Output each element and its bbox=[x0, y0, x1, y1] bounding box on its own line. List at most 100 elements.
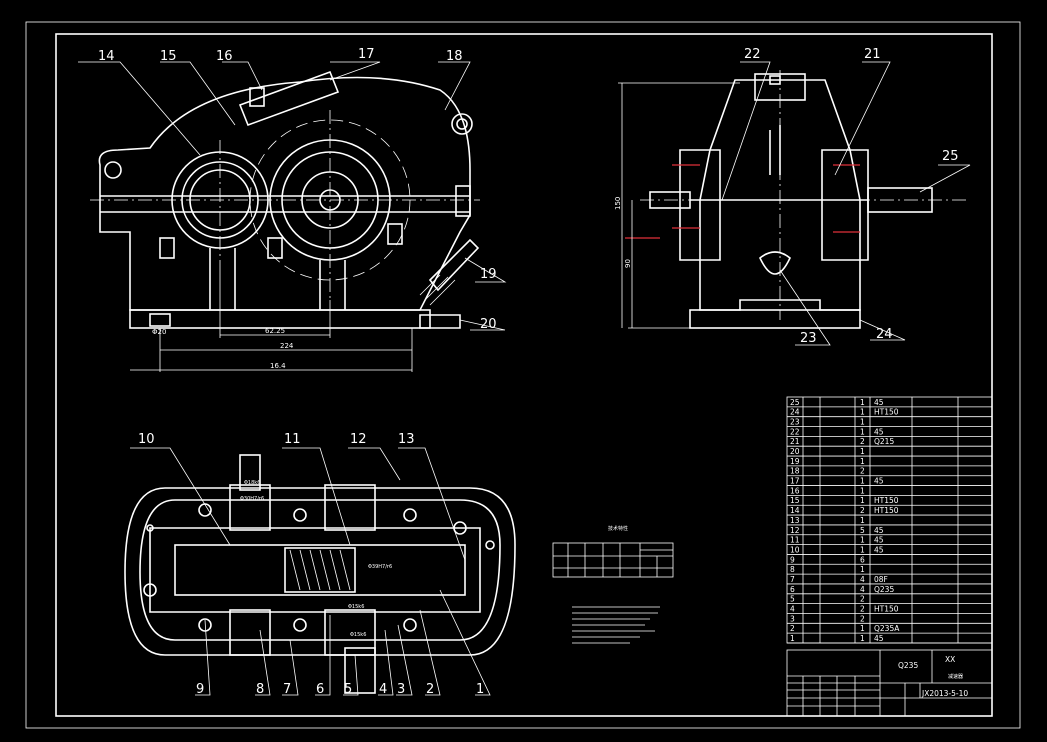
parts-row-no: 14 bbox=[790, 506, 800, 515]
title-block: Q235 XX 减速器 JX2013-5-10 bbox=[786, 649, 993, 717]
parts-row-material: 45 bbox=[874, 634, 884, 643]
parts-row-no: 22 bbox=[790, 427, 800, 436]
parts-row-no: 15 bbox=[790, 496, 800, 505]
parts-row-no: 7 bbox=[790, 575, 795, 584]
parts-row-no: 24 bbox=[790, 408, 800, 417]
parts-row-material: 45 bbox=[874, 398, 884, 407]
label-24: 24 bbox=[876, 327, 893, 342]
label-12: 12 bbox=[350, 432, 367, 447]
parts-row-no: 18 bbox=[790, 467, 800, 476]
parts-row-material: 45 bbox=[874, 526, 884, 535]
title-name: 减速器 bbox=[948, 673, 963, 680]
parts-row-qty: 4 bbox=[860, 585, 865, 594]
parts-row-material: HT150 bbox=[874, 408, 899, 417]
parts-row-no: 2 bbox=[790, 624, 795, 633]
parts-row-qty: 1 bbox=[860, 457, 865, 466]
parts-row-qty: 1 bbox=[860, 408, 865, 417]
parts-row-no: 23 bbox=[790, 418, 800, 427]
parts-row-no: 1 bbox=[790, 634, 795, 643]
side-view: 150 90 22 21 25 23 24 bbox=[614, 47, 971, 346]
dim-hole: Φ20 bbox=[152, 328, 166, 336]
fit-2: Φ30H7/r6 bbox=[240, 496, 264, 502]
dim-pitch: 62.25 bbox=[265, 327, 285, 335]
title-drawing-no: JX2013-5-10 bbox=[921, 689, 968, 698]
label-15: 15 bbox=[160, 49, 177, 64]
parts-row-qty: 2 bbox=[860, 614, 865, 623]
parts-row-qty: 1 bbox=[860, 398, 865, 407]
label-13: 13 bbox=[398, 432, 415, 447]
parts-row-material: 08F bbox=[874, 575, 888, 584]
parts-row-no: 20 bbox=[790, 447, 800, 456]
label-23: 23 bbox=[800, 331, 817, 346]
label-14: 14 bbox=[98, 49, 115, 64]
parts-row-material: 45 bbox=[874, 427, 884, 436]
label-10: 10 bbox=[138, 432, 155, 447]
parts-row-no: 8 bbox=[790, 565, 795, 574]
parts-row-qty: 1 bbox=[860, 516, 865, 525]
title-material: Q235 bbox=[898, 661, 918, 670]
parts-row-qty: 1 bbox=[860, 624, 865, 633]
parts-row-no: 19 bbox=[790, 457, 800, 466]
parts-row-material: HT150 bbox=[874, 604, 899, 613]
front-view: 62.25 224 16.4 Φ20 14 15 16 17 18 19 20 bbox=[78, 47, 507, 372]
parts-row-no: 11 bbox=[790, 536, 800, 545]
parts-row-qty: 1 bbox=[860, 634, 865, 643]
label-25: 25 bbox=[942, 149, 959, 164]
parts-row-qty: 1 bbox=[860, 447, 865, 456]
parts-row-qty: 2 bbox=[860, 437, 865, 446]
parts-row-qty: 1 bbox=[860, 536, 865, 545]
parts-row-qty: 1 bbox=[860, 545, 865, 554]
fit-3: Φ39H7/r6 bbox=[368, 564, 392, 570]
parts-row-material: HT150 bbox=[874, 496, 899, 505]
title-company: XX bbox=[945, 655, 955, 664]
parts-row-no: 25 bbox=[790, 398, 800, 407]
parts-row-qty: 1 bbox=[860, 427, 865, 436]
label-6: 6 bbox=[316, 682, 324, 697]
label-20: 20 bbox=[480, 317, 497, 332]
parts-row-no: 16 bbox=[790, 486, 800, 495]
parts-row-material: 45 bbox=[874, 545, 884, 554]
label-3: 3 bbox=[397, 682, 405, 697]
parts-row-qty: 2 bbox=[860, 604, 865, 613]
fit-5: Φ15k6 bbox=[350, 632, 366, 638]
dim-height-a: 150 bbox=[614, 197, 622, 210]
label-22: 22 bbox=[744, 47, 761, 62]
fit-4: Φ15k6 bbox=[348, 604, 364, 610]
parts-row-qty: 1 bbox=[860, 486, 865, 495]
parts-row-qty: 1 bbox=[860, 477, 865, 486]
parts-row-material: Q235A bbox=[874, 624, 900, 633]
parts-row-qty: 2 bbox=[860, 506, 865, 515]
label-17: 17 bbox=[358, 47, 375, 62]
parts-row-no: 6 bbox=[790, 585, 795, 594]
fit-1: Φ18k6 bbox=[244, 480, 260, 486]
dim-overall: 16.4 bbox=[270, 362, 286, 370]
parts-row-qty: 5 bbox=[860, 526, 865, 535]
label-9: 9 bbox=[196, 682, 204, 697]
parts-row-no: 9 bbox=[790, 555, 795, 564]
parts-row-qty: 2 bbox=[860, 467, 865, 476]
outer-border bbox=[25, 21, 1021, 729]
top-view: Φ18k6 Φ30H7/r6 Φ39H7/r6 Φ15k6 Φ15k6 10 1… bbox=[124, 432, 516, 697]
parts-row-qty: 2 bbox=[860, 595, 865, 604]
label-8: 8 bbox=[256, 682, 264, 697]
parts-row-material: Q215 bbox=[874, 437, 894, 446]
dim-base: 224 bbox=[280, 342, 294, 350]
tech-spec-table: 技术特性 bbox=[552, 525, 674, 644]
parts-row-qty: 1 bbox=[860, 565, 865, 574]
label-4: 4 bbox=[379, 682, 387, 697]
label-18: 18 bbox=[446, 49, 463, 64]
parts-row-no: 13 bbox=[790, 516, 800, 525]
parts-row-material: 45 bbox=[874, 477, 884, 486]
inner-border bbox=[55, 33, 993, 717]
label-7: 7 bbox=[283, 682, 291, 697]
parts-row-qty: 1 bbox=[860, 418, 865, 427]
parts-row-no: 12 bbox=[790, 526, 800, 535]
parts-row-no: 3 bbox=[790, 614, 795, 623]
label-11: 11 bbox=[284, 432, 301, 447]
label-1: 1 bbox=[476, 682, 484, 697]
label-21: 21 bbox=[864, 47, 881, 62]
parts-row-no: 5 bbox=[790, 595, 795, 604]
dim-height-b: 90 bbox=[624, 259, 632, 268]
